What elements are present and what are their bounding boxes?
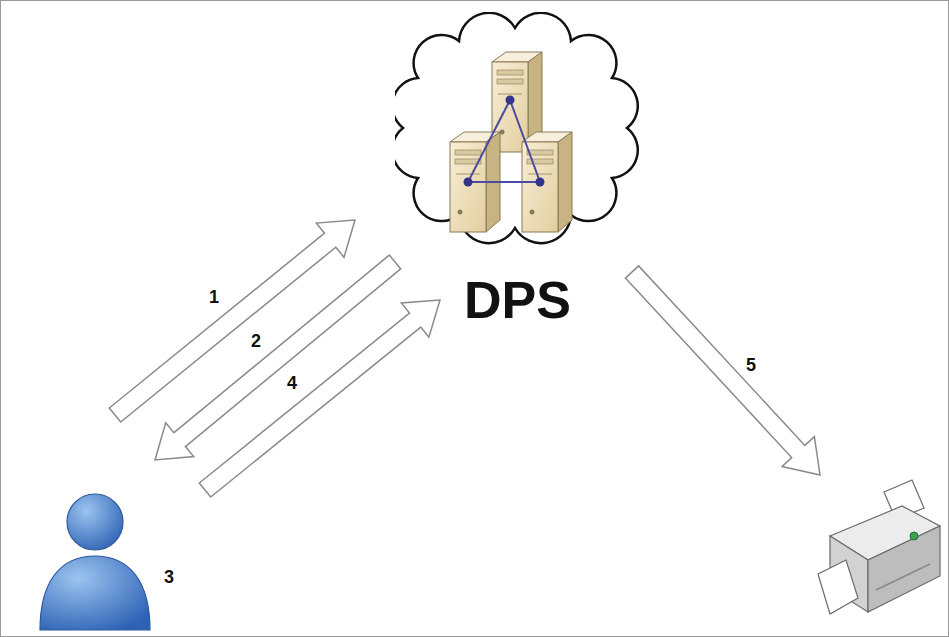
step-number: 1 [209,287,219,308]
step-number: 2 [251,331,261,352]
flow-arrow [199,300,440,497]
step-number: 4 [287,373,297,394]
print-arrow [625,266,820,475]
callout-number: 3 [164,568,190,588]
user-icon-shape [30,490,190,632]
step-number: 5 [746,355,756,376]
dps-cloud: DPS [395,12,640,342]
printer-icon [818,480,940,614]
user-icon: 3 [30,490,190,632]
cloud-title: DPS [395,272,640,329]
